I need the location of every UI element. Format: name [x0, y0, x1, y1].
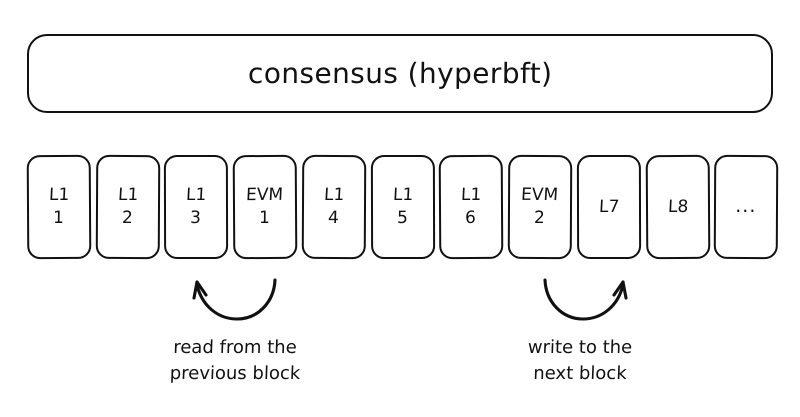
curved-arrow-right-icon	[543, 278, 628, 321]
annotation-read-previous-block: read from the previous block	[135, 335, 335, 387]
annotation-line-2: next block	[532, 363, 628, 385]
consensus-banner: consensus (hyperbft)	[27, 34, 773, 113]
block-label-primary: L1	[391, 185, 414, 206]
annotation-line-1: read from the	[172, 337, 298, 358]
block-l1-5: L1 5	[370, 154, 435, 260]
annotation-line-2: previous block	[169, 363, 301, 385]
annotation-line-1: write to the	[527, 337, 633, 358]
block-l1-4: L1 4	[301, 154, 366, 260]
block-label-primary: L1	[185, 185, 207, 206]
block-label-primary: L7	[598, 196, 620, 217]
block-l8: L8	[645, 154, 710, 260]
consensus-banner-label: consensus (hyperbft)	[247, 57, 553, 90]
block-label-secondary: 3	[190, 207, 202, 229]
block-evm-1: EVM 1	[232, 154, 298, 260]
block-label-secondary: 1	[259, 207, 271, 229]
block-label-secondary: 2	[121, 207, 134, 229]
block-label-primary: L1	[323, 185, 345, 206]
block-l1-6: L1 6	[439, 154, 504, 260]
block-label-secondary: 6	[465, 207, 477, 229]
annotation-write-next-block: write to the next block	[480, 335, 680, 387]
block-ellipsis: ...	[714, 154, 779, 260]
block-l1-3: L1 3	[164, 154, 229, 260]
block-l1-2: L1 2	[95, 154, 160, 260]
block-label-primary: L1	[48, 184, 70, 206]
curved-arrow-left-icon	[192, 278, 277, 321]
block-label-secondary: 1	[53, 207, 65, 229]
block-evm-2: EVM 2	[507, 154, 573, 260]
block-label-secondary: 2	[534, 207, 546, 229]
block-sequence: L1 1 L1 2 L1 3 EVM 1 L1 4 L1 5 L1 6 EVM	[26, 154, 779, 260]
block-label-secondary: 5	[397, 207, 409, 229]
block-label-primary: EVM	[246, 184, 285, 206]
block-label-secondary: 4	[328, 207, 340, 229]
block-label-primary: L1	[460, 184, 482, 206]
block-label-primary: L8	[666, 196, 689, 217]
block-label-primary: ...	[735, 195, 757, 218]
block-label-primary: EVM	[520, 184, 560, 206]
block-l1-1: L1 1	[26, 154, 92, 260]
block-label-primary: L1	[116, 185, 139, 206]
block-l7: L7	[576, 154, 641, 260]
